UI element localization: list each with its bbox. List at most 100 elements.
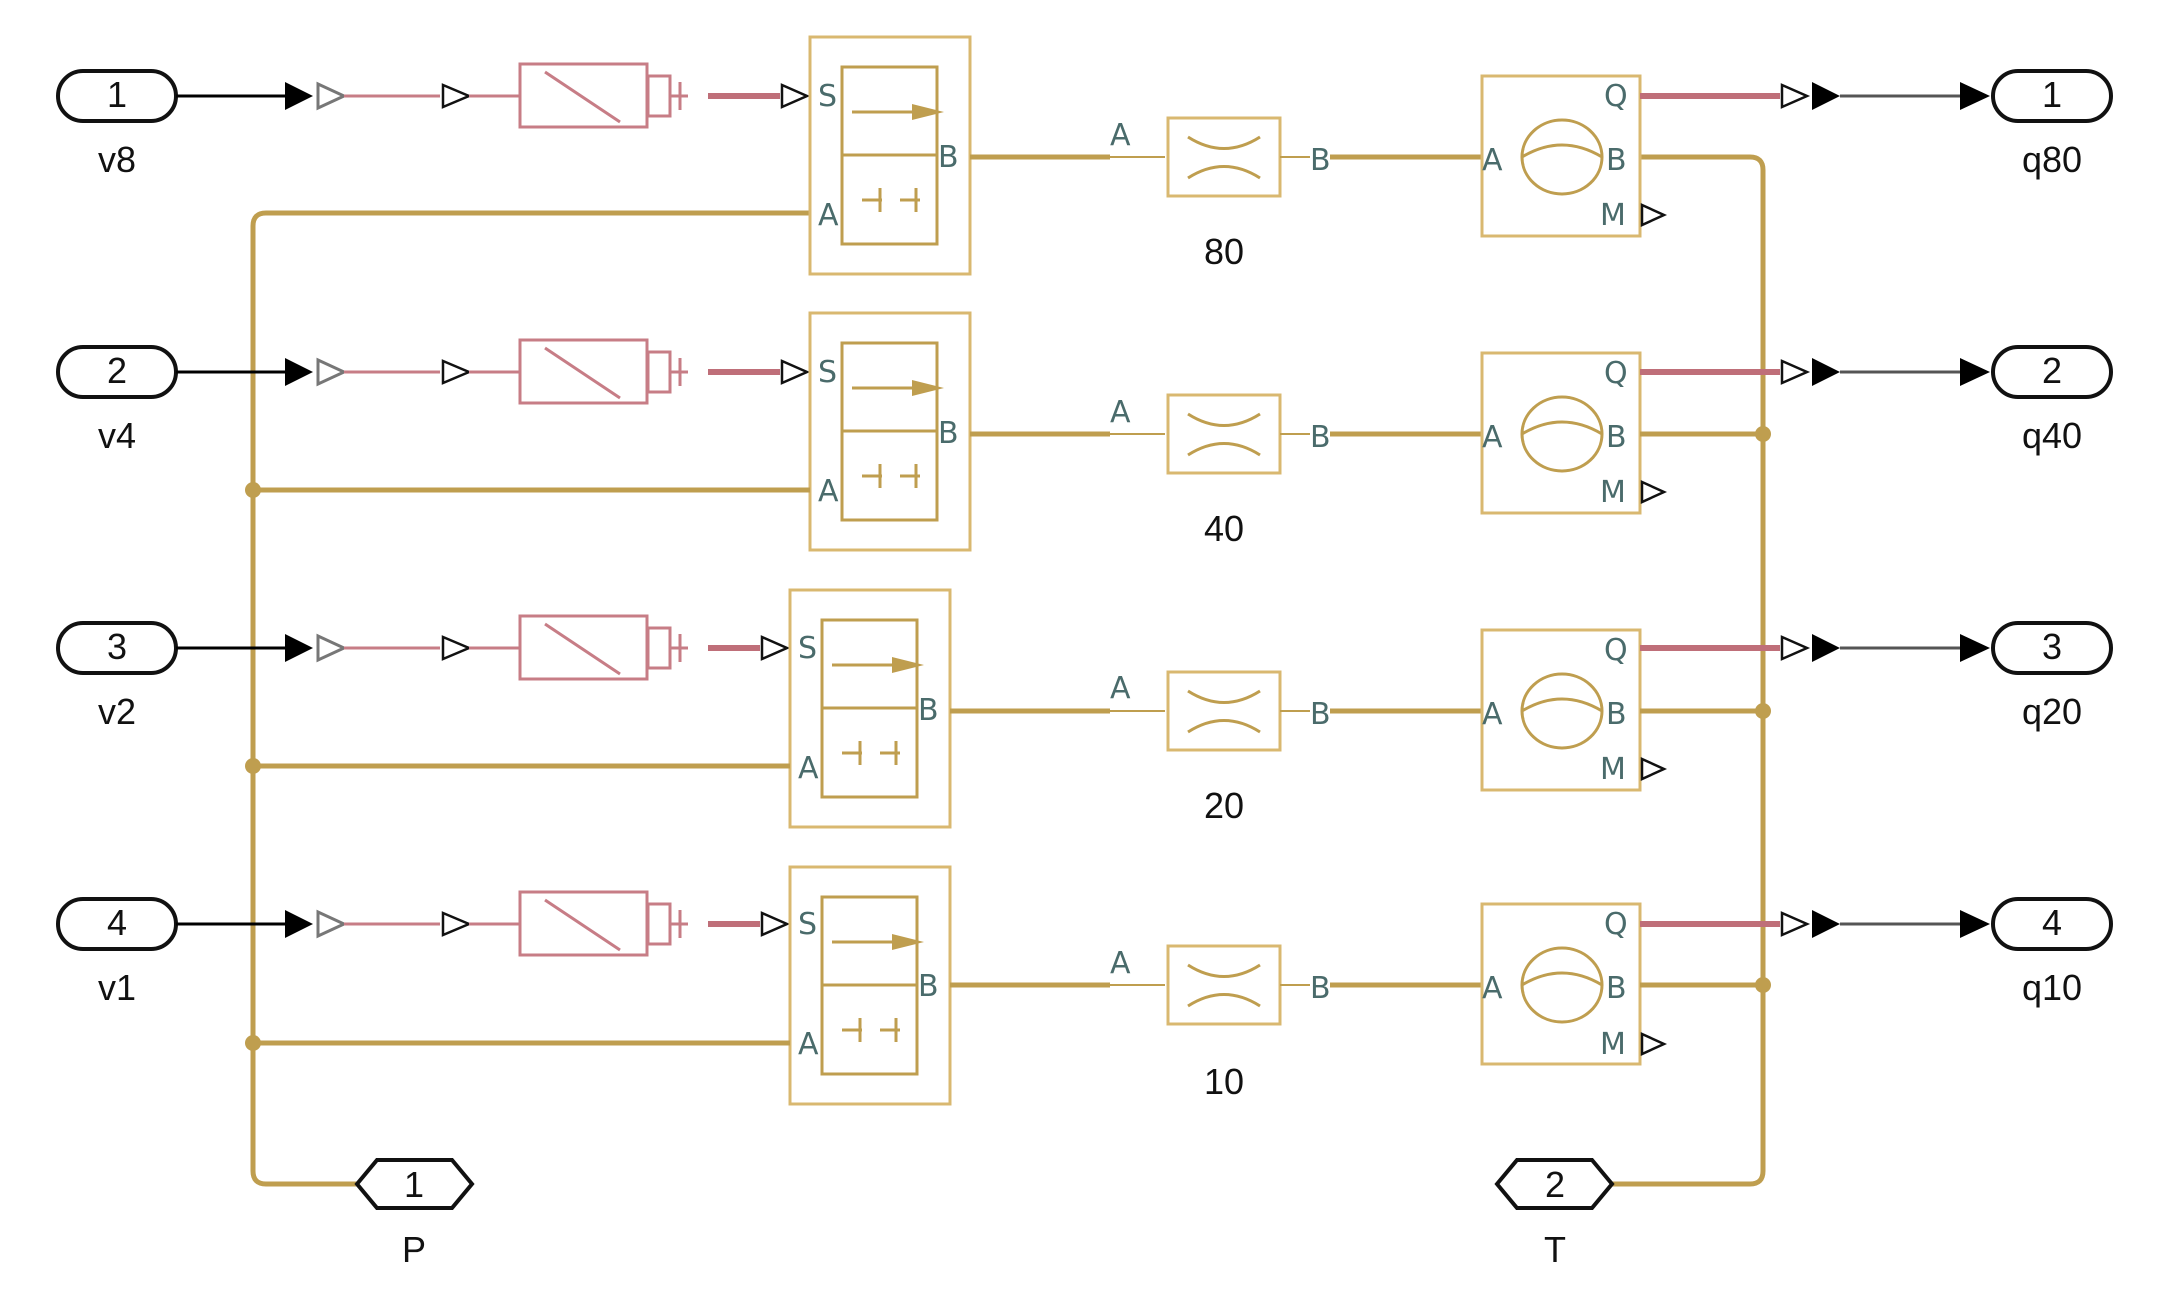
- outport-3-label: q20: [2022, 691, 2082, 732]
- flow-sensor-symbol: [1520, 118, 1604, 196]
- inport-3-label: v2: [98, 691, 136, 732]
- outport-1-label: q80: [2022, 139, 2082, 180]
- orifice-port-a: A: [1110, 946, 1131, 981]
- ps-converter-port: [316, 633, 348, 663]
- flow-sensor-symbol: [1520, 672, 1604, 750]
- conn-port-p[interactable]: [354, 1158, 475, 1210]
- ps-arrow: [441, 635, 473, 661]
- signal-arrow: [1960, 910, 1990, 938]
- ps-arrow: [441, 83, 473, 109]
- orifice-80[interactable]: [1166, 116, 1282, 198]
- valve-port-s: S: [798, 631, 817, 666]
- conn-port-p-label: P: [402, 1229, 426, 1270]
- valve-port-a: A: [798, 1027, 819, 1062]
- sensor-port-q: Q: [1604, 79, 1628, 114]
- inport-2-label: v4: [98, 415, 136, 456]
- signal-arrow: [285, 82, 313, 110]
- flow-sensor-curve: [1521, 971, 1603, 987]
- solenoid-plunger: [646, 902, 672, 946]
- orifice-port-a: A: [1110, 671, 1131, 706]
- orifice-port-b: B: [1310, 971, 1331, 1006]
- inport-4-label: v1: [98, 967, 136, 1008]
- outport-3[interactable]: [1991, 621, 2113, 675]
- orifice-label: 80: [1204, 231, 1244, 272]
- outport-1[interactable]: [1991, 69, 2113, 123]
- hydraulic-rails: [250, 154, 1766, 1187]
- orifice-20[interactable]: [1166, 670, 1282, 752]
- conn-port-p-number: 1: [404, 1164, 424, 1205]
- flow-sensor-symbol: [1520, 946, 1604, 1024]
- sensor-m-arrow: [1640, 1032, 1668, 1056]
- signal-arrow: [1812, 634, 1840, 662]
- sensor-port-a: A: [1482, 697, 1503, 732]
- sensor-port-b: B: [1606, 971, 1627, 1006]
- solenoid-body: [518, 62, 649, 129]
- valve-flow-arrow: [912, 380, 944, 396]
- t-rail: [1612, 154, 1766, 1187]
- signal-arrow: [285, 358, 313, 386]
- valve-flow-arrow: [892, 657, 924, 673]
- signal-arrow: [285, 910, 313, 938]
- valve-port-b: B: [938, 140, 959, 175]
- valve-flow-arrow: [912, 104, 944, 120]
- signal-arrow: [1960, 358, 1990, 386]
- ps-converter-port: [316, 909, 348, 939]
- solenoid-diagonal: [544, 898, 621, 952]
- valve-port-a: A: [818, 474, 839, 509]
- ps-s-converter-port: [1780, 359, 1811, 385]
- orifice-40[interactable]: [1166, 393, 1282, 475]
- ps-converter-port: [316, 81, 348, 111]
- ps-arrow: [441, 911, 473, 937]
- sensor-port-m: M: [1600, 198, 1626, 233]
- signal-arrow: [1812, 82, 1840, 110]
- p-rail: [250, 210, 810, 1187]
- inport-2-number: 2: [107, 350, 127, 391]
- conn-port-t[interactable]: [1494, 1158, 1615, 1210]
- outport-4[interactable]: [1991, 897, 2113, 951]
- sensor-port-m: M: [1600, 475, 1626, 510]
- conn-port-t-label: T: [1544, 1229, 1566, 1270]
- outport-3-number: 3: [2042, 626, 2062, 667]
- row-2: 2 v4 S B A A 40 B: [56, 311, 2113, 552]
- ps-arrow: [760, 911, 791, 937]
- inport-3-number: 3: [107, 626, 127, 667]
- solenoid-plunger: [646, 626, 672, 670]
- signal-arrow: [1960, 82, 1990, 110]
- signal-arrow: [1960, 634, 1990, 662]
- flow-sensor-curve: [1521, 697, 1603, 713]
- signal-arrow: [1812, 358, 1840, 386]
- sensor-m-arrow: [1640, 203, 1668, 227]
- outport-4-label: q10: [2022, 967, 2082, 1008]
- sensor-port-m: M: [1600, 752, 1626, 787]
- conn-port-t-number: 2: [1545, 1164, 1565, 1205]
- outport-4-number: 4: [2042, 902, 2062, 943]
- ps-s-converter-port: [1780, 911, 1811, 937]
- sensor-port-m: M: [1600, 1027, 1626, 1062]
- outport-2[interactable]: [1991, 345, 2113, 399]
- solenoid-body: [518, 614, 649, 681]
- solenoid-diagonal: [544, 346, 621, 400]
- orifice-10[interactable]: [1166, 944, 1282, 1026]
- sensor-port-b: B: [1606, 420, 1627, 455]
- solenoid-body: [518, 338, 649, 405]
- valve-port-s: S: [798, 907, 817, 942]
- sensor-port-a: A: [1482, 420, 1503, 455]
- orifice-symbol: [1187, 689, 1261, 734]
- inport-1-label: v8: [98, 139, 136, 180]
- sensor-port-q: Q: [1604, 907, 1628, 942]
- sensor-port-b: B: [1606, 697, 1627, 732]
- row-1: 1 v8 S B A A 80 B: [56, 35, 2113, 276]
- orifice-symbol: [1187, 412, 1261, 457]
- valve-port-s: S: [818, 355, 837, 390]
- conn-port-t-group: 2 T: [1494, 1158, 1615, 1270]
- sensor-port-q: Q: [1604, 633, 1628, 668]
- row-4: 4 v1 S B A A 10 B: [56, 865, 2113, 1106]
- valve-port-b: B: [918, 969, 939, 1004]
- orifice-label: 10: [1204, 1061, 1244, 1102]
- inport-4-number: 4: [107, 902, 127, 943]
- outport-2-label: q40: [2022, 415, 2082, 456]
- ps-s-converter-port: [1780, 83, 1811, 109]
- solenoid-diagonal: [544, 70, 621, 124]
- valve-port-b: B: [918, 693, 939, 728]
